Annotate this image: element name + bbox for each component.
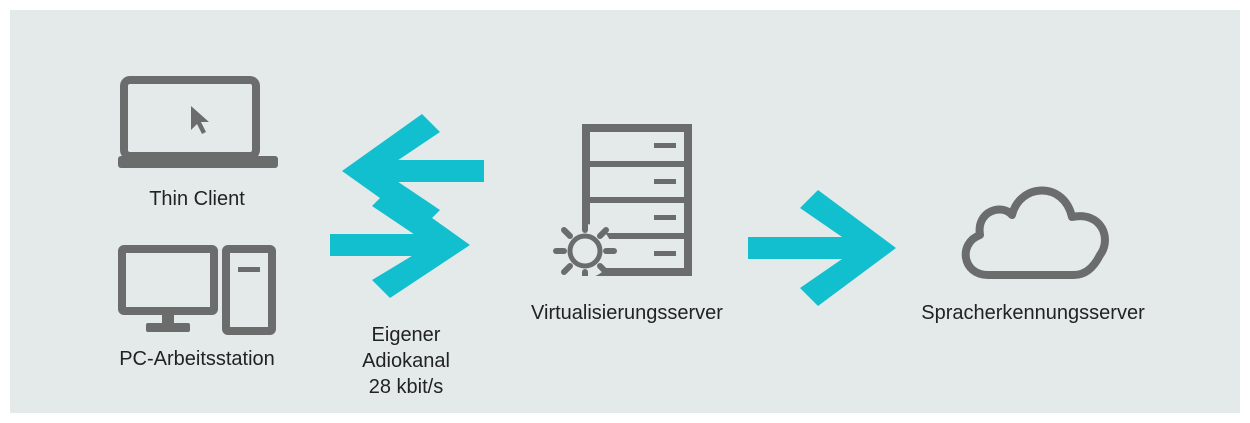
audio-channel-line3: 28 kbit/s [368,376,444,398]
bidirectional-arrows-icon [330,114,484,298]
cloud-icon [961,186,1109,279]
right-arrow-icon [748,190,896,306]
server-gear-icon [553,124,692,276]
desktop-pc-icon [118,245,276,335]
pc-workstation-label: PC-Arbeitsstation [119,348,275,370]
speech-recognition-server-label: Spracherkennungsserver [921,302,1145,324]
audio-channel-line1: Eigener [371,324,441,346]
thin-client-label: Thin Client [149,188,245,210]
virtualization-server-label: Virtualisierungsserver [531,302,723,324]
audio-channel-line2: Adiokanal [362,350,450,372]
laptop-icon [118,76,278,168]
